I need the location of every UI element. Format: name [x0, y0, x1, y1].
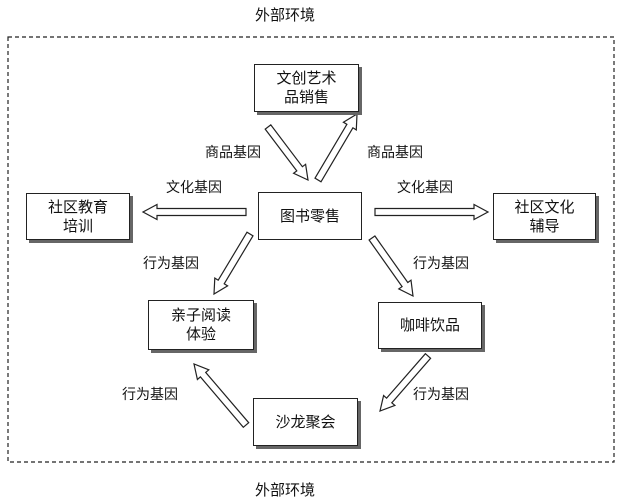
node-community-culture: 社区文化 辅导 [493, 193, 596, 240]
arrow-layer [141, 112, 490, 429]
arrow-salon-coffee [379, 352, 432, 412]
arrow-behavior-parent [213, 231, 254, 296]
node-coffee-drinks: 咖啡饮品 [378, 302, 482, 349]
node-wenchuang-sales: 文创艺术 品销售 [254, 64, 359, 112]
edge-label-goods-right: 商品基因 [367, 145, 423, 161]
edge-label-culture-right: 文化基因 [397, 180, 453, 196]
edge-label-behavior-salon-coffee: 行为基因 [413, 387, 469, 403]
arrow-culture-right [374, 203, 490, 221]
edge-label-goods-left: 商品基因 [205, 145, 261, 161]
edge-label-behavior-coffee: 行为基因 [413, 256, 469, 272]
edge-label-behavior-parent: 行为基因 [143, 256, 199, 272]
node-parent-child-reading: 亲子阅读 体验 [148, 300, 254, 350]
edge-label-culture-left: 文化基因 [166, 180, 222, 196]
environment-label-bottom: 外部环境 [255, 481, 316, 499]
arrow-salon-parent [193, 363, 250, 429]
node-salon-gathering: 沙龙聚会 [253, 398, 358, 446]
arrow-goods-down [264, 124, 309, 182]
arrow-goods-up [314, 112, 358, 183]
node-community-education: 社区教育 培训 [26, 193, 130, 240]
arrow-culture-left [141, 203, 247, 221]
environment-label-top: 外部环境 [255, 6, 316, 24]
node-book-retail: 图书零售 [258, 192, 362, 240]
environment-boundary [7, 36, 615, 463]
edge-label-behavior-salon-parent: 行为基因 [122, 387, 178, 403]
arrow-behavior-coffee [368, 235, 414, 298]
